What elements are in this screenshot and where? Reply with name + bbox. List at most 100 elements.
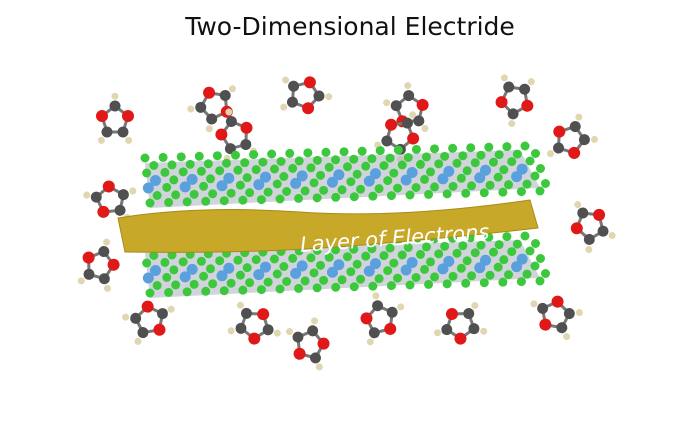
carbon-atom [403, 90, 415, 102]
anion-atom [276, 157, 286, 166]
oxygen-atom [153, 323, 166, 336]
oxygen-atom [570, 222, 583, 235]
anion-atom [182, 287, 192, 297]
hydrogen-atom [111, 92, 119, 100]
anion-atom [342, 162, 352, 172]
cation-atom [326, 266, 338, 278]
anion-atom [467, 181, 477, 191]
anion-atom [520, 141, 530, 151]
anion-atom [520, 231, 530, 241]
cation-atom [437, 173, 449, 185]
carbon-atom [507, 108, 519, 120]
carbon-atom [225, 115, 237, 127]
dioxolane-molecule [83, 180, 137, 222]
anion-atom [361, 251, 371, 261]
anion-atom [215, 256, 225, 266]
cation-atom [474, 172, 486, 184]
hydrogen-atom [397, 303, 405, 311]
anion-atom [160, 257, 170, 267]
oxygen-atom [593, 208, 606, 221]
anion-atom [386, 191, 396, 201]
dioxolane-molecule [227, 301, 281, 345]
anion-atom [233, 255, 243, 265]
oxygen-atom [445, 308, 458, 321]
carbon-atom [556, 322, 568, 334]
anion-atom [145, 288, 155, 298]
carbon-atom [101, 126, 113, 138]
carbon-atom [553, 142, 565, 154]
oxygen-atom [293, 347, 306, 360]
cation-atom [296, 170, 308, 182]
anion-atom [171, 280, 181, 290]
cation-atom [150, 175, 161, 186]
anion-atom [245, 278, 255, 288]
cation-atom [186, 173, 198, 185]
anion-atom [440, 241, 450, 251]
oxygen-atom [102, 180, 115, 193]
anion-atom [430, 272, 440, 282]
anion-atom [512, 239, 522, 249]
anion-atom [530, 171, 540, 181]
hydrogen-atom [205, 125, 213, 133]
cation-atom [290, 177, 302, 189]
anion-atom [312, 155, 322, 165]
carbon-atom [235, 322, 247, 334]
anion-atom [421, 152, 431, 162]
electron-layer [117, 199, 539, 253]
anion-atom [479, 278, 489, 288]
cation-atom [326, 176, 338, 188]
anion-atom [461, 278, 471, 288]
oxygen-atom [96, 110, 108, 122]
hydrogen-atom [273, 329, 281, 337]
dioxolane-molecule [77, 238, 120, 292]
cation-atom [142, 182, 154, 194]
anion-atom [300, 186, 310, 196]
anion-atom [494, 240, 504, 250]
anion-atom [321, 147, 331, 157]
hydrogen-atom [433, 329, 441, 337]
anion-atom [389, 258, 399, 268]
anion-atom [251, 255, 261, 265]
oxygen-atom [302, 102, 315, 115]
carbon-atom [109, 100, 121, 112]
anion-atom [456, 173, 466, 183]
anion-atom [386, 281, 396, 291]
anion-atom [349, 244, 359, 254]
dioxolane-molecule [215, 108, 257, 162]
carbon-atom [156, 308, 168, 320]
anion-atom [420, 264, 430, 274]
anion-atom [152, 191, 162, 200]
hydrogen-atom [325, 93, 333, 101]
hydrogen-atom [103, 238, 111, 246]
cation-atom [406, 167, 418, 178]
carbon-atom [130, 312, 142, 324]
anion-atom [282, 277, 292, 286]
anion-atom [411, 273, 421, 282]
anion-atom [294, 156, 304, 166]
anion-atom [494, 150, 504, 160]
carbon-atom [381, 135, 393, 147]
anion-atom [403, 243, 413, 252]
cation-atom [437, 263, 449, 275]
hydrogen-atom [311, 317, 319, 325]
anion-atom [356, 184, 366, 194]
cation-atom [290, 267, 302, 279]
anion-atom [536, 164, 545, 173]
oxygen-atom [240, 121, 253, 134]
anion-atom [507, 157, 517, 167]
cation-atom [253, 179, 265, 191]
anion-atom [458, 241, 468, 251]
anion-atom [498, 277, 508, 287]
hydrogen-atom [530, 300, 538, 308]
cation-atom [223, 172, 235, 184]
dioxolane-molecule [570, 201, 616, 253]
anion-atom [531, 149, 540, 158]
anion-atom [201, 286, 211, 296]
carbon-atom [563, 308, 575, 320]
hydrogen-atom [527, 78, 535, 86]
anion-atom [502, 142, 512, 152]
anion-atom [389, 168, 399, 178]
anion-atom [206, 264, 215, 274]
anion-atom [222, 158, 232, 168]
anion-atom [226, 278, 236, 288]
